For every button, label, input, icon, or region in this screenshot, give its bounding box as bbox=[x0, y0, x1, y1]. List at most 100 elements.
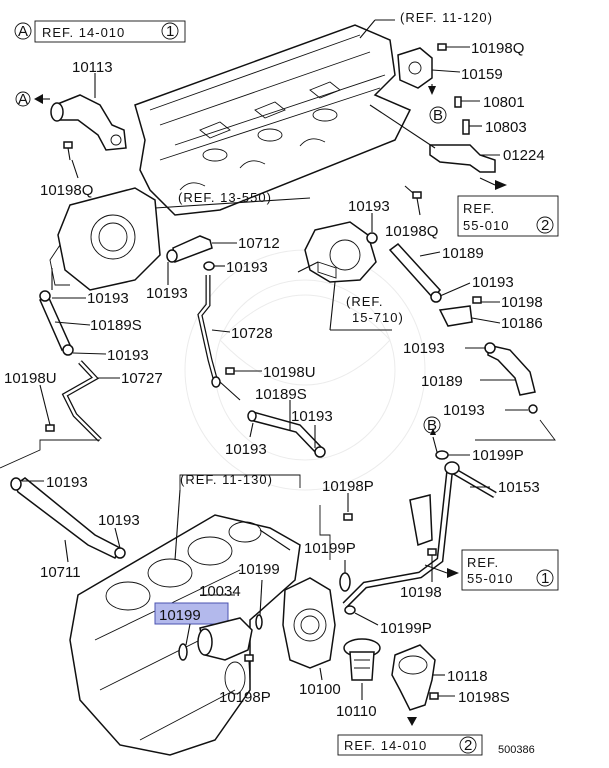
label-10193-l: 10193 bbox=[98, 512, 140, 529]
ref-55-010-2-code: 55-010 bbox=[463, 218, 509, 233]
o-ring-10199-left bbox=[178, 643, 188, 661]
bolt-10198u-mid bbox=[225, 367, 262, 375]
ref-14-010-bottom-num: 2 bbox=[464, 737, 472, 754]
sensor-10803 bbox=[462, 119, 482, 135]
water-pipe-10153 bbox=[342, 461, 497, 608]
cylinder-head bbox=[134, 24, 412, 216]
clamp-10193-c bbox=[203, 261, 215, 271]
bolt-10198q-left bbox=[63, 141, 73, 161]
label-10803: 10803 bbox=[485, 119, 527, 136]
o-ring-10199-mid bbox=[255, 614, 263, 630]
ref-55-010-2-ref: REF. bbox=[463, 201, 495, 216]
ref-box-55-010-1 bbox=[424, 549, 559, 591]
label-10711: 10711 bbox=[40, 564, 81, 581]
housing-10159 bbox=[397, 43, 447, 95]
label-10193-h: 10193 bbox=[443, 402, 485, 419]
marker-b-lower-letter: B bbox=[427, 417, 437, 434]
marker-b-top-letter: B bbox=[433, 107, 443, 124]
label-10198q-mid: 10198Q bbox=[385, 223, 438, 240]
label-10193-k: 10193 bbox=[46, 474, 88, 491]
label-10100: 10100 bbox=[299, 681, 341, 698]
label-10118: 10118 bbox=[447, 668, 488, 685]
bolt-10198-lower bbox=[427, 548, 437, 582]
marker-b-top bbox=[429, 106, 447, 124]
label-10193-d: 10193 bbox=[146, 285, 188, 302]
label-10034: 10034 bbox=[199, 583, 241, 600]
label-10198p-a: 10198P bbox=[322, 478, 374, 495]
label-10193-a: 10193 bbox=[348, 198, 390, 215]
label-10712: 10712 bbox=[238, 235, 280, 252]
ref-55-010-1-ref: REF. bbox=[467, 555, 499, 570]
o-ring-10199p-mid bbox=[339, 572, 351, 592]
label-10186: 10186 bbox=[501, 315, 543, 332]
marker-a-top-letter: A bbox=[18, 23, 28, 40]
label-10193-c: 10193 bbox=[472, 274, 514, 291]
hose-10189s-mid bbox=[247, 410, 326, 458]
bolt-10198s bbox=[429, 692, 455, 700]
water-outlet-fitting bbox=[50, 94, 127, 151]
pipe-10728 bbox=[197, 275, 221, 388]
label-10727: 10727 bbox=[121, 370, 163, 387]
ref-15-710-a: (REF. bbox=[346, 294, 384, 309]
ref-14-010-top-text: REF. 14-010 bbox=[42, 25, 125, 40]
bolt-10198u-left bbox=[39, 384, 55, 432]
ref-55-010-2-num: 2 bbox=[541, 217, 549, 234]
label-10189-a: 10189 bbox=[442, 245, 484, 262]
label-10198u-b: 10198U bbox=[4, 370, 57, 387]
ref-box-14-010-bottom bbox=[337, 734, 483, 756]
o-ring-10199p-top bbox=[435, 450, 449, 460]
bolt-10198p-left bbox=[244, 654, 254, 681]
sensor-10801 bbox=[454, 96, 480, 108]
ref-11-130-text: (REF. 11-130) bbox=[180, 472, 273, 487]
hose-10189-lower bbox=[484, 342, 538, 414]
bolt-10198p-top bbox=[343, 493, 353, 521]
label-10198q-top: 10198Q bbox=[471, 40, 524, 57]
label-10199p-b: 10199P bbox=[304, 540, 356, 557]
label-10199-a: 10199 bbox=[238, 561, 280, 578]
water-pipe-01224 bbox=[429, 144, 507, 190]
ref-55-010-1-num: 1 bbox=[541, 570, 549, 587]
label-10193-i: 10193 bbox=[291, 408, 333, 425]
label-10189-b: 10189 bbox=[421, 373, 463, 390]
label-10189s-a: 10189S bbox=[90, 317, 142, 334]
arrow-a-left bbox=[15, 91, 50, 107]
label-10193-g: 10193 bbox=[403, 340, 445, 357]
label-10193-f: 10193 bbox=[107, 347, 149, 364]
label-10193-e: 10193 bbox=[87, 290, 129, 307]
pipe-10727 bbox=[61, 360, 102, 442]
water-outlet-10118 bbox=[391, 644, 436, 726]
ref-11-120-text: (REF. 11-120) bbox=[400, 10, 493, 25]
ref-box-14-010-top bbox=[14, 20, 186, 43]
hose-10189s-left bbox=[39, 290, 74, 356]
ref-15-710-b: 15-710) bbox=[352, 310, 404, 325]
hose-10712 bbox=[166, 235, 213, 264]
hose-10711 bbox=[10, 477, 126, 559]
intake-component-15-710 bbox=[304, 221, 378, 283]
label-10159: 10159 bbox=[461, 66, 503, 83]
label-10198q-left: 10198Q bbox=[40, 182, 93, 199]
ref-13-550-text: (REF. 13-550) bbox=[178, 190, 272, 205]
label-10153: 10153 bbox=[498, 479, 540, 496]
bracket-10186 bbox=[438, 296, 482, 327]
diagram-code: 500386 bbox=[498, 744, 535, 756]
ref-55-010-1-code: 55-010 bbox=[467, 571, 513, 586]
cylinder-block bbox=[69, 514, 301, 756]
ref-14-010-bottom-text: REF. 14-010 bbox=[344, 738, 427, 753]
label-10199p-c: 10199P bbox=[380, 620, 432, 637]
thermostat-10110 bbox=[343, 638, 381, 681]
label-10110: 10110 bbox=[336, 703, 377, 720]
o-ring-10199p-low bbox=[344, 605, 356, 615]
label-10198p-b: 10198P bbox=[219, 689, 271, 706]
label-10198-a: 10198 bbox=[501, 294, 543, 311]
water-inlet-fitting bbox=[197, 617, 253, 661]
label-10198s: 10198S bbox=[458, 689, 510, 706]
label-10801: 10801 bbox=[483, 94, 525, 111]
label-10199-highlighted: 10199 bbox=[159, 607, 201, 624]
bolt-10198q-mid bbox=[412, 191, 422, 216]
thermostat-case-10100 bbox=[282, 577, 336, 669]
ref-box-55-010-2 bbox=[457, 195, 559, 237]
label-10198-b: 10198 bbox=[400, 584, 442, 601]
marker-a-left-letter: A bbox=[18, 91, 28, 108]
